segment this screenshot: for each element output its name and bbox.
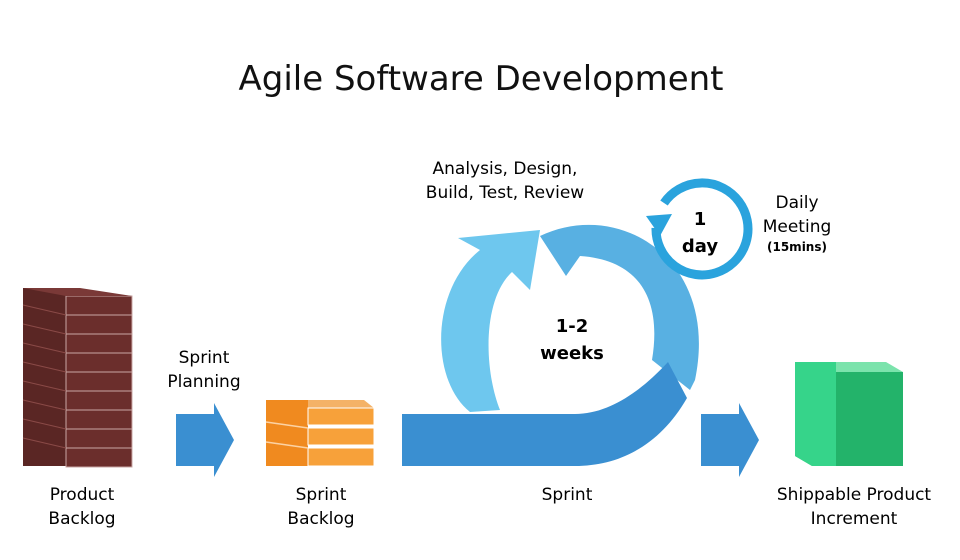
sprint-backlog-stack [265,400,375,467]
daily-cycle-value-line2: day [682,236,718,257]
daily-meeting-label-line2: Meeting [763,217,832,237]
cycle-left-arc [441,230,540,412]
sprint-planning-label-line1: Sprint [179,348,230,368]
cycle-activities-line2: Build, Test, Review [426,183,585,203]
cycle-duration-line2: weeks [540,343,604,364]
increment-label-line1: Shippable Product [777,485,932,505]
daily-meeting-label-line1: Daily [775,193,818,213]
delivery-arrow-icon [701,403,759,477]
sprint-label: Sprint [542,485,593,505]
sprint-backlog-label-line2: Backlog [287,509,354,529]
product-backlog-label-line2: Backlog [48,509,115,529]
page-title: Agile Software Development [238,59,723,99]
daily-cycle-arrowhead-icon [646,214,672,236]
cycle-activities-line1: Analysis, Design, [433,159,578,179]
increment-label-line2: Increment [811,509,898,529]
daily-cycle [646,178,753,280]
cycle-right-arc [540,224,699,390]
sprint-planning-label-line2: Planning [167,372,240,392]
daily-meeting-duration: (15mins) [767,240,827,254]
product-backlog-stack [22,288,133,468]
sprint-planning-arrow-icon [176,403,234,477]
sprint-cycle [402,224,699,466]
daily-cycle-ring [651,178,753,280]
product-backlog-label-line1: Product [50,485,115,505]
sprint-backlog-label-line1: Sprint [296,485,347,505]
sprint-band [402,362,687,466]
daily-cycle-value-line1: 1 [694,209,707,230]
cycle-duration-line1: 1-2 [556,316,589,337]
increment-cube-icon [795,362,903,466]
